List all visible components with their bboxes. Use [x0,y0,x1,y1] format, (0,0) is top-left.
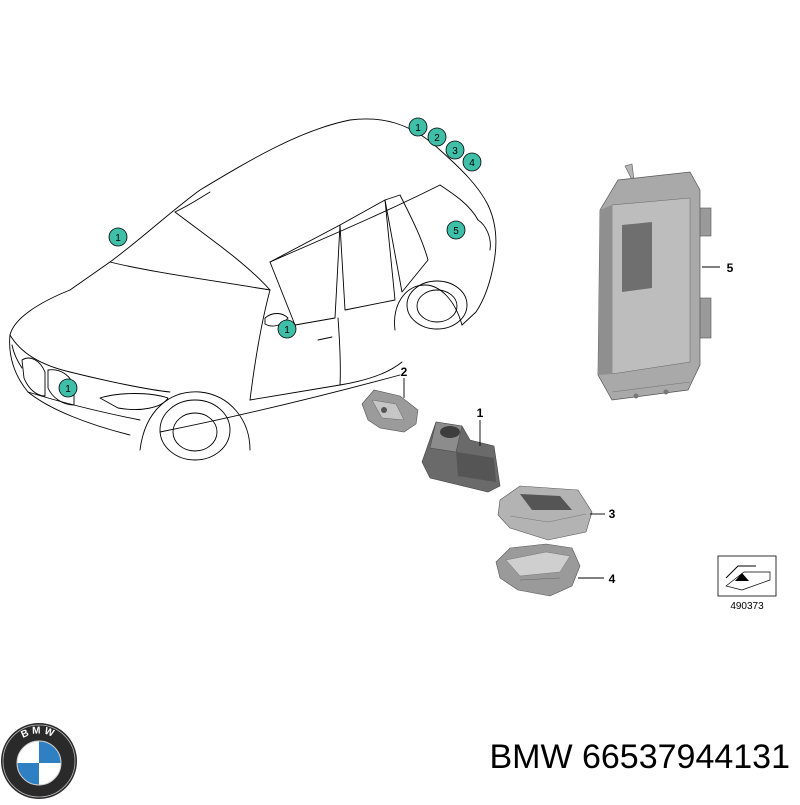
badge-label: 1 [115,233,121,244]
bracket-part [361,389,419,433]
bmw-logo-icon: BMW [1,723,77,799]
badge-grille-camera: 1 [58,378,78,398]
logo-text: BMW [20,725,56,740]
badge-rear-5: 5 [446,220,466,240]
leader-lines [403,266,720,579]
badge-label: 1 [415,123,421,134]
part-number: 66537944131 [581,738,790,776]
badge-label: 5 [453,226,459,237]
callout-cover: 4 [609,572,616,586]
cover-part [495,543,581,597]
car-badges: 1 1 1 1 2 3 4 5 [58,117,482,398]
badge-label: 2 [434,133,440,144]
callout-camera: 1 [477,406,484,420]
badge-mirror-camera: 1 [277,319,297,339]
callout-bracket: 2 [401,365,408,379]
badge-label: 3 [452,146,458,157]
camera-part [421,421,501,493]
car-outline [9,118,497,461]
badge-label: 1 [284,325,290,336]
part-caption: BMW 66537944131 [380,738,790,777]
svg-text:BMW: BMW [20,725,59,740]
badge-label: 4 [469,158,475,169]
badge-rear-1: 1 [408,117,428,137]
control-unit-part [597,163,712,401]
brand-name: BMW [489,738,573,776]
badge-label: 1 [65,384,71,395]
badge-front-camera: 1 [108,227,128,247]
callout-control-unit: 5 [727,261,734,275]
badge-rear-4: 4 [462,152,482,172]
badge-rear-2: 2 [427,127,447,147]
holder-part [497,485,593,541]
callouts: 1 2 3 4 5 [401,261,734,586]
callout-holder: 3 [609,507,616,521]
reference-code: 490373 [730,601,764,612]
badge-rear-3: 3 [445,140,465,160]
reference-box: 490373 [717,555,777,612]
